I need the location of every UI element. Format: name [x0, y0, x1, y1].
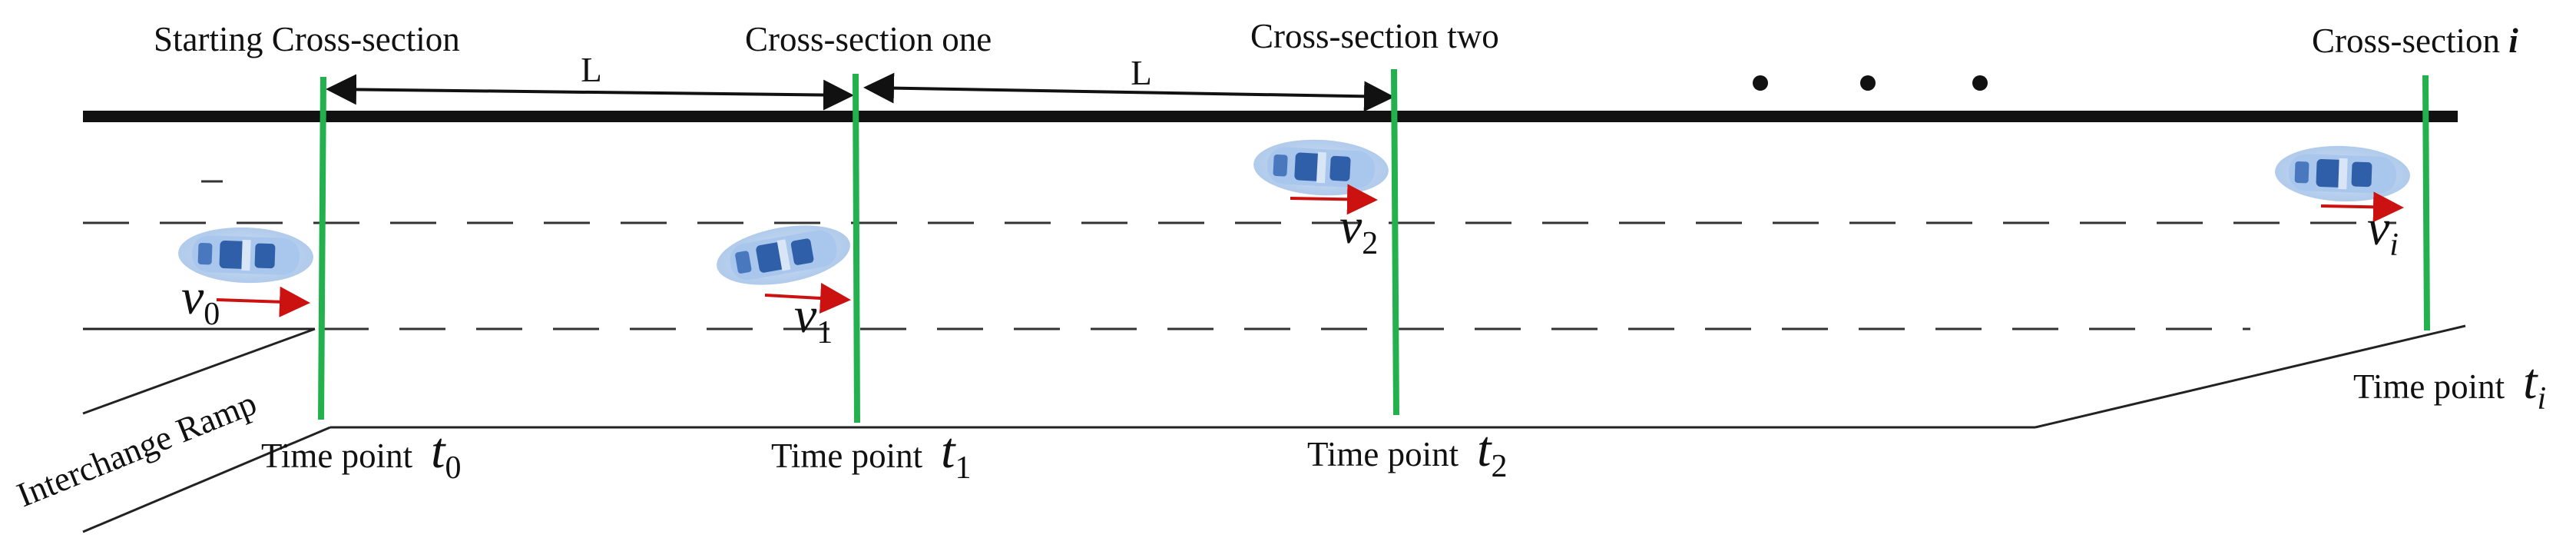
distance-label-2: L	[1131, 54, 1152, 92]
distance-label-1: L	[581, 51, 602, 89]
ramp-label: Interchange Ramp	[12, 384, 262, 514]
ellipsis-dots	[1753, 75, 1988, 91]
speed-arrow-1	[764, 283, 851, 314]
cross-section-label-start: Starting Cross-section	[154, 20, 460, 58]
road-bottom-taper	[2035, 324, 2466, 429]
cross-section-label-two: Cross-section two	[1250, 17, 1499, 55]
cross-section-label-i: Cross-section i	[2312, 22, 2518, 60]
cross-section-line-two	[1391, 68, 1399, 416]
speed-arrow-2	[1290, 184, 1378, 215]
cross-section-line-start	[318, 76, 326, 420]
distance-arrow-2	[863, 72, 1395, 112]
speed-symbol-1: v1	[794, 287, 833, 350]
cross-section-label-one: Cross-section one	[745, 20, 992, 58]
cross-section-line-one	[853, 73, 860, 423]
cross-section-line-i	[2422, 75, 2430, 331]
speed-arrow-0	[216, 286, 310, 317]
speed-arrow-i	[2320, 191, 2404, 223]
ramp-edge-upper	[82, 327, 316, 415]
speed-symbol-0: v0	[181, 269, 220, 332]
car-icon	[1252, 136, 1390, 199]
speed-symbol-i: vi	[2367, 200, 2399, 263]
car-icon	[2273, 143, 2412, 204]
road-top-barrier	[83, 111, 2458, 122]
speed-symbol-2: v2	[1339, 198, 1378, 261]
distance-arrow-1	[326, 74, 854, 111]
ramp-edge-lower	[82, 426, 331, 533]
car-icon	[712, 216, 855, 294]
